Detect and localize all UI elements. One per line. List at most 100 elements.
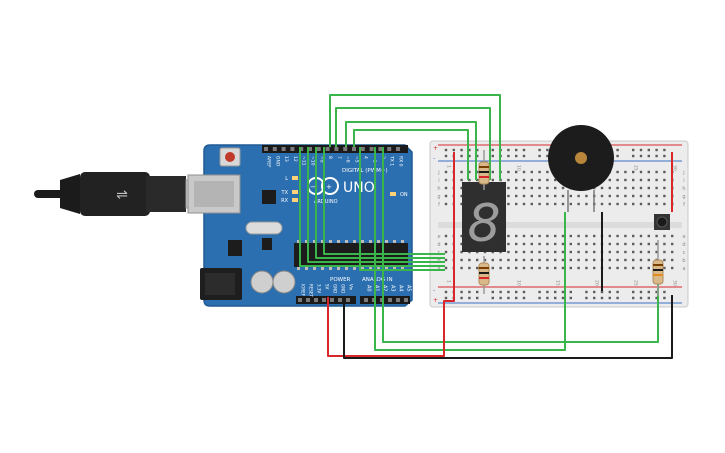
- breadboard-hole[interactable]: [616, 242, 619, 246]
- breadboard-hole[interactable]: [515, 250, 518, 254]
- breadboard-hole[interactable]: [569, 234, 572, 238]
- breadboard-hole[interactable]: [608, 290, 611, 294]
- breadboard-hole[interactable]: [476, 178, 479, 182]
- breadboard-hole[interactable]: [515, 234, 518, 238]
- wire-green-7[interactable]: [315, 147, 445, 259]
- breadboard-hole[interactable]: [515, 194, 518, 198]
- breadboard-hole[interactable]: [632, 154, 635, 158]
- breadboard-hole[interactable]: [639, 148, 643, 152]
- breadboard-hole[interactable]: [600, 290, 604, 294]
- breadboard-hole[interactable]: [515, 170, 518, 174]
- breadboard-hole[interactable]: [561, 250, 565, 254]
- breadboard-hole[interactable]: [491, 148, 494, 152]
- digital-pin[interactable]: [343, 147, 348, 151]
- breadboard-hole[interactable]: [507, 148, 510, 152]
- breadboard-hole[interactable]: [522, 234, 526, 238]
- breadboard-hole[interactable]: [452, 148, 455, 152]
- breadboard-hole[interactable]: [639, 258, 643, 262]
- breadboard-hole[interactable]: [608, 178, 611, 182]
- digital-pin[interactable]: [387, 147, 392, 151]
- breadboard-hole[interactable]: [639, 202, 643, 206]
- breadboard-hole[interactable]: [499, 258, 502, 262]
- breadboard-hole[interactable]: [647, 296, 650, 300]
- breadboard-hole[interactable]: [608, 186, 611, 190]
- breadboard-hole[interactable]: [632, 186, 635, 190]
- wire-green-5[interactable]: [299, 147, 445, 267]
- breadboard-hole[interactable]: [639, 266, 643, 270]
- breadboard-hole[interactable]: [561, 194, 565, 198]
- breadboard-hole[interactable]: [561, 266, 565, 270]
- breadboard-hole[interactable]: [561, 296, 565, 300]
- breadboard-hole[interactable]: [577, 266, 580, 270]
- breadboard-hole[interactable]: [530, 258, 533, 262]
- breadboard-hole[interactable]: [561, 234, 565, 238]
- digital-pin[interactable]: [308, 147, 312, 151]
- breadboard-hole[interactable]: [530, 202, 533, 206]
- wire-red-5v[interactable]: [327, 152, 455, 357]
- breadboard-hole[interactable]: [546, 250, 549, 254]
- breadboard-hole[interactable]: [522, 178, 526, 182]
- breadboard-hole[interactable]: [507, 234, 510, 238]
- breadboard-hole[interactable]: [530, 242, 533, 246]
- breadboard-hole[interactable]: [444, 258, 448, 262]
- breadboard-hole[interactable]: [647, 250, 650, 254]
- breadboard-hole[interactable]: [546, 148, 549, 152]
- breadboard-hole[interactable]: [515, 290, 518, 294]
- breadboard-hole[interactable]: [554, 296, 557, 300]
- breadboard-hole[interactable]: [507, 258, 510, 262]
- breadboard-hole[interactable]: [460, 202, 463, 206]
- resistor-top[interactable]: [478, 150, 490, 190]
- breadboard-hole[interactable]: [460, 242, 463, 246]
- breadboard-hole[interactable]: [522, 296, 526, 300]
- breadboard-hole[interactable]: [632, 296, 635, 300]
- breadboard-hole[interactable]: [585, 194, 588, 198]
- breadboard-hole[interactable]: [530, 194, 533, 198]
- breadboard-hole[interactable]: [460, 234, 463, 238]
- breadboard-hole[interactable]: [515, 186, 518, 190]
- breadboard-hole[interactable]: [507, 170, 510, 174]
- breadboard-hole[interactable]: [522, 202, 526, 206]
- breadboard-hole[interactable]: [647, 290, 650, 294]
- breadboard-hole[interactable]: [639, 290, 643, 294]
- breadboard-hole[interactable]: [569, 242, 572, 246]
- breadboard-hole[interactable]: [491, 266, 494, 270]
- breadboard-hole[interactable]: [663, 170, 666, 174]
- breadboard-hole[interactable]: [444, 154, 448, 158]
- breadboard-hole[interactable]: [577, 250, 580, 254]
- breadboard-hole[interactable]: [647, 148, 650, 152]
- breadboard-hole[interactable]: [554, 186, 557, 190]
- breadboard-hole[interactable]: [515, 148, 518, 152]
- breadboard-hole[interactable]: [663, 186, 666, 190]
- breadboard-hole[interactable]: [608, 242, 611, 246]
- resistor-button[interactable]: [652, 240, 664, 296]
- breadboard-hole[interactable]: [460, 178, 463, 182]
- digital-pin[interactable]: [281, 147, 286, 151]
- breadboard-hole[interactable]: [600, 194, 604, 198]
- wires[interactable]: [299, 94, 673, 359]
- breadboard-hole[interactable]: [546, 170, 549, 174]
- breadboard-hole[interactable]: [515, 266, 518, 270]
- breadboard-hole[interactable]: [585, 250, 588, 254]
- breadboard-hole[interactable]: [499, 296, 502, 300]
- breadboard-hole[interactable]: [663, 296, 666, 300]
- breadboard-hole[interactable]: [569, 250, 572, 254]
- wire-green-2[interactable]: [335, 107, 491, 180]
- breadboard-hole[interactable]: [569, 194, 572, 198]
- power-pin[interactable]: [314, 298, 318, 302]
- breadboard-hole[interactable]: [569, 202, 572, 206]
- breadboard-hole[interactable]: [632, 194, 635, 198]
- breadboard-hole[interactable]: [444, 194, 448, 198]
- breadboard-hole[interactable]: [538, 234, 541, 238]
- breadboard-hole[interactable]: [444, 250, 448, 254]
- breadboard-hole[interactable]: [569, 258, 572, 262]
- power-pin[interactable]: [330, 298, 334, 302]
- breadboard-hole[interactable]: [538, 250, 541, 254]
- breadboard-hole[interactable]: [444, 290, 448, 294]
- breadboard-hole[interactable]: [655, 250, 658, 254]
- digital-pin[interactable]: [316, 147, 321, 151]
- breadboard-hole[interactable]: [632, 290, 635, 294]
- breadboard-hole[interactable]: [476, 154, 479, 158]
- power-pin[interactable]: [306, 298, 310, 302]
- breadboard-hole[interactable]: [460, 250, 463, 254]
- breadboard-hole[interactable]: [608, 258, 611, 262]
